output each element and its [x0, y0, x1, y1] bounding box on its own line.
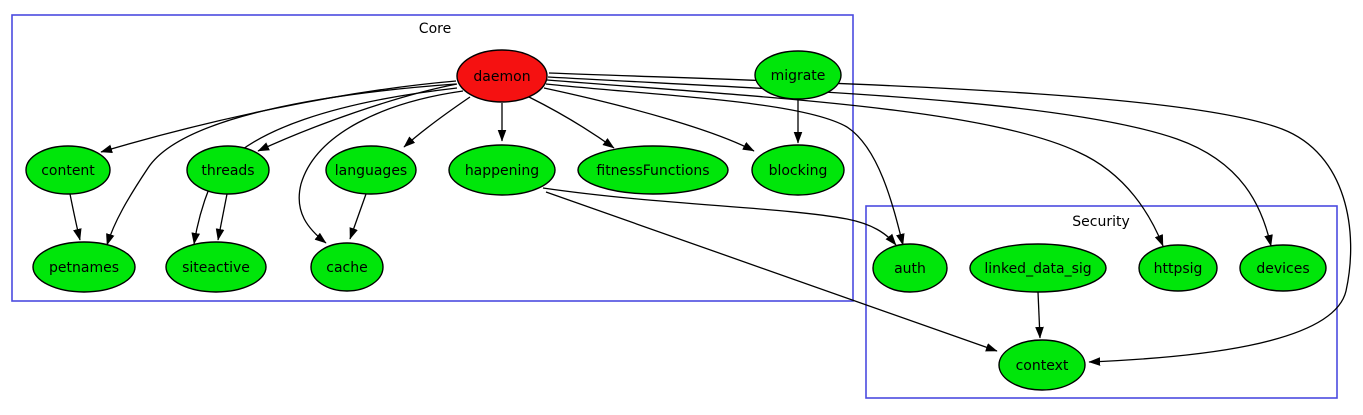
- edge-daemon-languages: [403, 96, 471, 148]
- node-petnames: petnames: [32, 241, 136, 293]
- edge-daemon-devices: [547, 76, 1273, 247]
- node-fitnessFunctions-shape: [577, 145, 729, 195]
- node-blocking-shape: [751, 144, 845, 196]
- node-auth: auth: [872, 243, 948, 293]
- edge-threads-siteactive: [215, 193, 228, 241]
- node-daemon-shape: [456, 49, 548, 103]
- node-petnames-shape: [32, 241, 136, 293]
- edge-content-petnames: [69, 193, 82, 241]
- node-migrate: migrate: [754, 50, 842, 100]
- edge-daemon-fitnessFunctions: [528, 96, 615, 149]
- node-happening: happening: [448, 144, 556, 196]
- node-migrate-shape: [754, 50, 842, 100]
- node-httpsig: httpsig: [1138, 244, 1218, 292]
- node-httpsig-label: httpsig: [1154, 261, 1203, 277]
- cluster-core-label: Core: [419, 21, 451, 37]
- cluster-security-box: [865, 205, 1338, 399]
- edge-daemon-auth: [545, 83, 905, 246]
- node-content-label: content: [41, 163, 95, 179]
- node-daemon: daemon: [456, 49, 548, 103]
- node-fitnessFunctions-label: fitnessFunctions: [596, 163, 709, 179]
- edge-daemon-petnames: [106, 83, 457, 246]
- node-auth-label: auth: [894, 261, 926, 277]
- node-languages-shape: [325, 145, 417, 195]
- edge-daemon-httpsig: [546, 79, 1164, 247]
- node-context-label: context: [1016, 358, 1069, 374]
- node-petnames-label: petnames: [49, 260, 119, 276]
- node-fitnessFunctions: fitnessFunctions: [577, 145, 729, 195]
- node-blocking: blocking: [751, 144, 845, 196]
- node-content-shape: [25, 145, 111, 195]
- node-devices-shape: [1239, 244, 1327, 292]
- edge-daemon-cache: [298, 90, 464, 244]
- node-cache: cache: [310, 242, 384, 292]
- node-cache-shape: [310, 242, 384, 292]
- node-daemon-label: daemon: [473, 69, 530, 85]
- node-linked_data_sig-shape: [969, 243, 1107, 293]
- edge-daemon-threads: [257, 83, 458, 152]
- node-happening-shape: [448, 144, 556, 196]
- node-devices: devices: [1239, 244, 1327, 292]
- node-content: content: [25, 145, 111, 195]
- node-httpsig-shape: [1138, 244, 1218, 292]
- node-migrate-label: migrate: [771, 68, 826, 84]
- edge-languages-cache: [349, 193, 367, 240]
- node-cache-label: cache: [326, 260, 367, 276]
- edge-happening-auth: [542, 187, 897, 246]
- node-context-shape: [998, 339, 1086, 391]
- node-siteactive-label: siteactive: [182, 260, 250, 276]
- edge-linked_data_sig-context: [1035, 291, 1044, 339]
- node-threads-label: threads: [201, 163, 254, 179]
- node-linked_data_sig: linked_data_sig: [969, 243, 1107, 293]
- node-blocking-label: blocking: [769, 163, 828, 179]
- node-devices-label: devices: [1256, 261, 1309, 277]
- edge-daemon-blocking: [543, 87, 755, 152]
- cluster-core-box: [11, 14, 854, 302]
- edge-happening-context: [545, 191, 998, 352]
- node-siteactive-shape: [165, 241, 267, 293]
- node-happening-label: happening: [465, 163, 539, 179]
- node-context: context: [998, 339, 1086, 391]
- cluster-security-label: Security: [1072, 214, 1130, 230]
- node-auth-shape: [872, 243, 948, 293]
- node-threads: threads: [186, 145, 270, 195]
- node-siteactive: siteactive: [165, 241, 267, 293]
- node-languages: languages: [325, 145, 417, 195]
- node-threads-shape: [186, 145, 270, 195]
- node-linked_data_sig-label: linked_data_sig: [984, 261, 1091, 277]
- node-languages-label: languages: [335, 163, 407, 179]
- edge-daemon-context: [548, 72, 1352, 366]
